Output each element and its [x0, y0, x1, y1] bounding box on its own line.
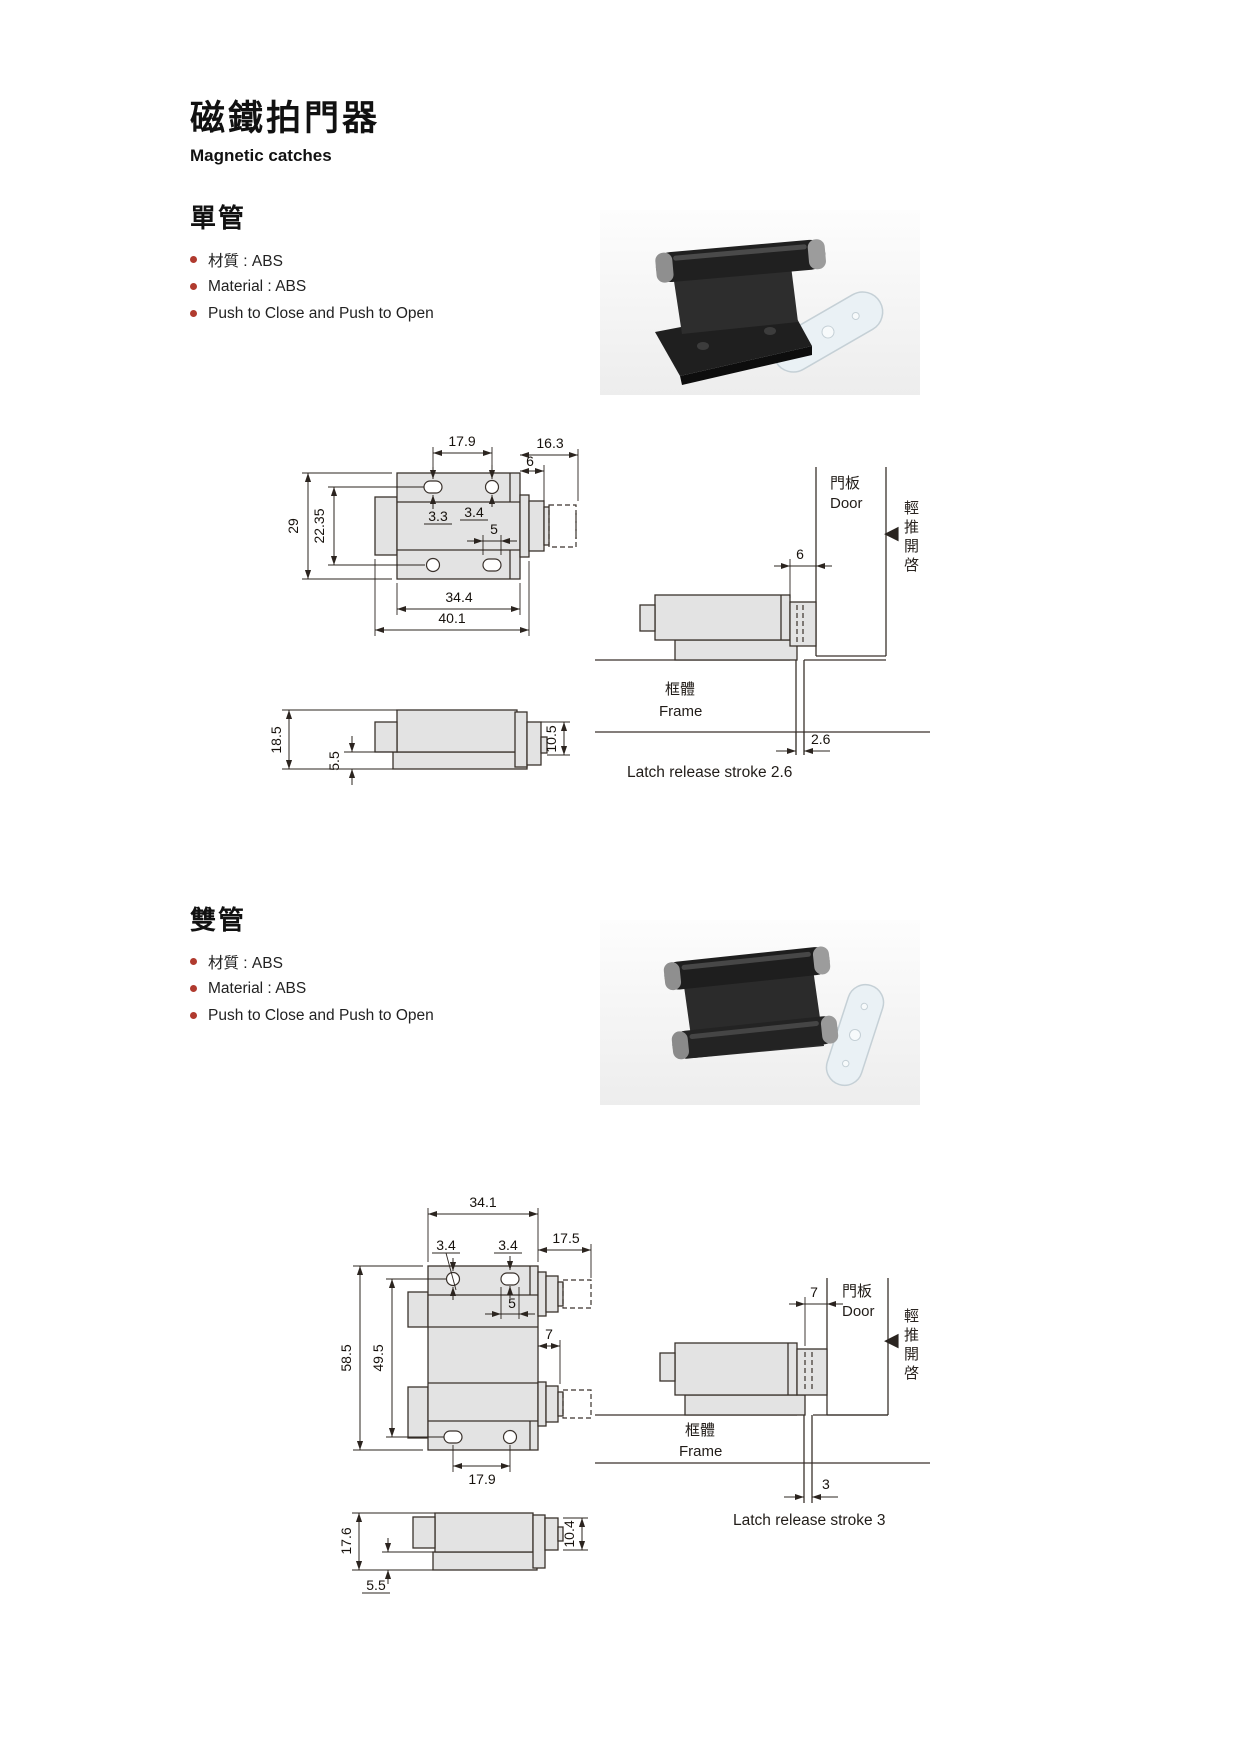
- dim-body-width: 34.4: [445, 589, 472, 605]
- dim-hole-a: 3.4: [436, 1237, 456, 1253]
- catch-body-art: [655, 239, 826, 385]
- dim-hole-b: 3.4: [464, 504, 484, 520]
- drawing-side-view-single: 18.5 5.5 10.5: [268, 709, 570, 785]
- spec-item: Push to Close and Push to Open: [190, 300, 434, 327]
- drawing-top-view-single: 17.9 16.3 6 29 22.35 3.3 3.4: [285, 433, 579, 636]
- single-install-plunger-dashed: [796, 605, 804, 643]
- dim-hole-a: 3.3: [428, 508, 448, 524]
- dim-side-height: 17.6: [338, 1527, 354, 1554]
- frame-label-en: Frame: [679, 1443, 722, 1460]
- spec-text: Material : ABS: [208, 979, 307, 997]
- bullet-dot-icon: [190, 985, 197, 992]
- push-to-open-label: 輕推開啓: [902, 500, 919, 576]
- section-heading-single: 單管: [190, 203, 247, 233]
- dim-tip: 7: [545, 1326, 553, 1342]
- dim-hole-span: 49.5: [370, 1344, 386, 1371]
- single-top-dimensions: 17.9 16.3 6 29 22.35 3.3 3.4: [285, 433, 579, 636]
- dim-side-base: 5.5: [326, 751, 342, 771]
- double-top-outline: [407, 1265, 564, 1451]
- dim-travel: 17.5: [552, 1230, 579, 1246]
- double-side-outline: [412, 1512, 564, 1571]
- push-arrow-icon: ◀: [884, 523, 899, 544]
- bullet-dot-icon: [190, 958, 197, 965]
- strike-plate: [825, 983, 885, 1087]
- spec-item: 材質 : ABS: [190, 246, 434, 273]
- spec-text: 材質 : ABS: [208, 252, 283, 270]
- dim-stroke: 2.6: [811, 731, 831, 747]
- spec-text: Push to Close and Push to Open: [208, 1006, 434, 1024]
- spec-item: 材質 : ABS: [190, 948, 434, 975]
- dim-side-plunger: 10.5: [543, 725, 559, 752]
- dim-slot: 5: [508, 1295, 516, 1311]
- double-install-plunger-dashed: [804, 1352, 813, 1392]
- door-label-zh: 門板: [830, 474, 860, 492]
- dim-travel: 16.3: [536, 435, 563, 451]
- frame-label-zh: 框體: [685, 1422, 715, 1439]
- dim-total-width: 40.1: [438, 610, 465, 626]
- spec-text: 材質 : ABS: [208, 954, 283, 972]
- double-install-catch: [659, 1342, 828, 1416]
- dim-body-width: 34.1: [469, 1194, 496, 1210]
- bullet-dot-icon: [190, 283, 197, 290]
- drawing-install-double: 7 3 門板 Door 框體 Frame Latch release strok…: [595, 1278, 930, 1529]
- door-label-en: Door: [830, 495, 863, 512]
- double-install-door-frame: [595, 1278, 930, 1503]
- dim-side-plunger: 10.4: [561, 1520, 577, 1547]
- single-side-dimensions: 18.5 5.5 10.5: [268, 709, 570, 785]
- single-top-outline: [374, 472, 550, 580]
- dim-install-gap: 7: [810, 1284, 818, 1300]
- single-side-outline: [374, 709, 548, 770]
- dim-install-gap: 6: [796, 546, 804, 562]
- bullet-dot-icon: [190, 310, 197, 317]
- frame-label-en: Frame: [659, 703, 702, 720]
- product-photo-double: [600, 920, 920, 1105]
- push-to-open-label: 輕推開啓: [902, 1308, 919, 1384]
- dim-hole-pitch: 17.9: [468, 1471, 495, 1487]
- double-top-dimensions: 34.1 3.4 3.4 17.5 5 58.5: [338, 1194, 592, 1487]
- double-plunger-extended-dashed: [562, 1279, 592, 1419]
- bullet-dot-icon: [190, 1012, 197, 1019]
- door-label-zh: 門板: [842, 1282, 872, 1300]
- drawing-install-single: 6 2.6 門板 Door 框體 Frame Latch release str…: [595, 467, 930, 781]
- latch-stroke-caption: Latch release stroke 2.6: [627, 764, 792, 781]
- product-photo-single: [600, 210, 920, 395]
- door-label-en: Door: [842, 1303, 875, 1320]
- product-photo-double-art: [600, 920, 920, 1105]
- dim-hole-pitch: 17.9: [448, 433, 475, 449]
- dim-stroke: 3: [822, 1476, 830, 1492]
- drawing-top-view-double: 34.1 3.4 3.4 17.5 5 58.5: [338, 1194, 592, 1487]
- spec-item: Push to Close and Push to Open: [190, 1002, 434, 1029]
- dim-hole-b: 3.4: [498, 1237, 518, 1253]
- single-install-dimensions: 6 2.6: [774, 546, 832, 755]
- spec-item: Material : ABS: [190, 975, 434, 1002]
- latch-stroke-caption: Latch release stroke 3: [733, 1512, 886, 1529]
- double-install-dimensions: 7 3: [784, 1284, 843, 1501]
- dim-side-base: 5.5: [366, 1577, 386, 1593]
- page-subtitle: Magnetic catches: [190, 146, 332, 165]
- spec-list-single: 材質 : ABS Material : ABS Push to Close an…: [190, 246, 434, 327]
- spec-list-double: 材質 : ABS Material : ABS Push to Close an…: [190, 948, 434, 1029]
- single-install-catch: [639, 594, 817, 661]
- section-heading-double: 雙管: [190, 905, 247, 935]
- dim-height: 29: [285, 518, 301, 534]
- bullet-dot-icon: [190, 256, 197, 263]
- spec-item: Material : ABS: [190, 273, 434, 300]
- spec-text: Push to Close and Push to Open: [208, 304, 434, 322]
- catch-body-art: [663, 946, 839, 1060]
- dim-side-height: 18.5: [268, 726, 284, 753]
- dim-hole-span: 22.35: [311, 508, 327, 543]
- single-plunger-extended-dashed: [548, 504, 577, 548]
- frame-label-zh: 框體: [665, 681, 695, 698]
- dim-height: 58.5: [338, 1344, 354, 1371]
- page-title: 磁鐵拍門器: [190, 99, 381, 138]
- product-photo-single-art: [600, 210, 920, 395]
- dim-tip: 6: [526, 453, 534, 469]
- double-side-dimensions: 17.6 5.5 10.4: [338, 1512, 588, 1594]
- push-arrow-icon: ◀: [884, 1330, 899, 1351]
- drawing-side-view-double: 17.6 5.5 10.4: [338, 1512, 588, 1594]
- dim-slot: 5: [490, 521, 498, 537]
- spec-text: Material : ABS: [208, 277, 307, 295]
